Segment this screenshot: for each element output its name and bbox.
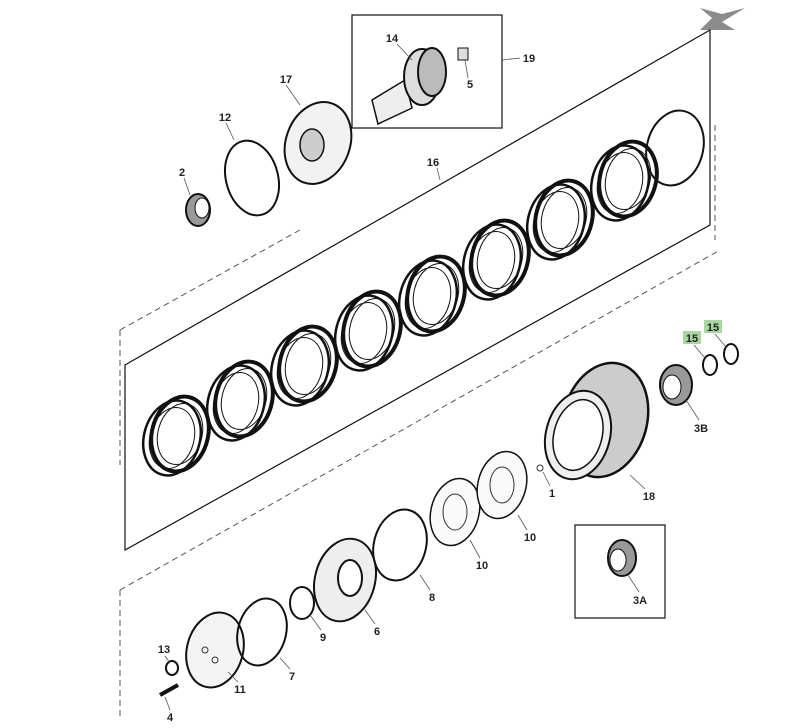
seal-ring-7	[236, 597, 288, 667]
hole	[211, 656, 219, 664]
seal-ring-9	[289, 586, 315, 620]
leader-lines	[164, 43, 727, 711]
plate-10b-hole	[489, 466, 515, 504]
callout-12[interactable]: 12	[219, 112, 231, 124]
ring-15a	[702, 354, 718, 376]
drum-18	[543, 361, 650, 481]
snap-ring-12	[224, 139, 280, 217]
plate-inner-edge	[340, 302, 388, 364]
plate-inner-edge	[276, 337, 324, 399]
clutch-disc	[141, 399, 203, 477]
callout-11[interactable]: 11	[234, 684, 246, 696]
callout-14[interactable]: 14	[386, 33, 399, 45]
clutch-plates	[141, 109, 705, 477]
callout-3A[interactable]: 3A	[633, 595, 647, 607]
callout-5[interactable]: 5	[467, 79, 473, 91]
bolt-4	[159, 683, 179, 697]
callout-1[interactable]: 1	[549, 488, 555, 500]
shaft-14	[371, 47, 447, 126]
clutch-disc	[525, 183, 587, 261]
callout-8[interactable]: 8	[429, 592, 435, 604]
clutch-disc	[333, 294, 395, 372]
dashed-line	[119, 249, 721, 591]
subassembly-19-box	[351, 14, 503, 129]
callout-19[interactable]: 19	[523, 53, 535, 65]
clutch-disc	[397, 259, 459, 337]
callout-16[interactable]: 16	[427, 157, 439, 169]
plate-inner-edge	[532, 191, 580, 253]
plate-inner-edge	[596, 152, 644, 214]
ball-1	[536, 464, 544, 472]
callout-9[interactable]: 9	[320, 632, 326, 644]
callout-6[interactable]: 6	[374, 626, 380, 638]
direction-arrow-icon	[700, 8, 745, 30]
callout-18[interactable]: 18	[643, 491, 655, 503]
callout-3B[interactable]: 3B	[694, 423, 708, 435]
callout-13[interactable]: 13	[158, 644, 170, 656]
bearing-3B	[659, 364, 693, 406]
plate-inner-edge	[468, 231, 516, 293]
plate-10a-hole	[442, 493, 468, 531]
plate-10b	[476, 450, 528, 520]
end-plate	[645, 109, 705, 187]
callout-7[interactable]: 7	[289, 671, 295, 683]
housing-17	[283, 101, 353, 185]
washer-13	[165, 660, 179, 676]
clutch-disc	[269, 329, 331, 407]
bearing-2	[185, 193, 211, 227]
highlight-15a	[683, 331, 701, 344]
dashed-line	[119, 229, 301, 331]
callout-15b[interactable]: 15	[707, 322, 719, 334]
plate-inner-edge	[212, 372, 260, 434]
piston-6	[313, 537, 377, 623]
plug-5	[457, 47, 469, 61]
clutch-disc	[461, 223, 523, 301]
hole	[201, 646, 209, 654]
callout-10b[interactable]: 10	[476, 560, 488, 572]
clutch-disc	[205, 364, 267, 442]
bearing-3A	[607, 539, 637, 577]
seal-ring-8	[372, 508, 428, 582]
subassembly-3A-box	[574, 524, 666, 619]
callout-4[interactable]: 4	[167, 712, 174, 724]
plate-inner-edge	[404, 267, 452, 329]
plate-inner-edge	[148, 407, 196, 469]
callout-17[interactable]: 17	[280, 74, 292, 86]
callout-2[interactable]: 2	[179, 167, 185, 179]
ring-15b	[723, 343, 739, 365]
clutch-disc	[589, 144, 651, 222]
plate-10a	[429, 477, 481, 547]
callout-15a[interactable]: 15	[686, 333, 698, 345]
highlight-15b	[704, 320, 722, 333]
callout-10a[interactable]: 10	[524, 532, 536, 544]
clutch-pack-frame	[124, 28, 711, 552]
